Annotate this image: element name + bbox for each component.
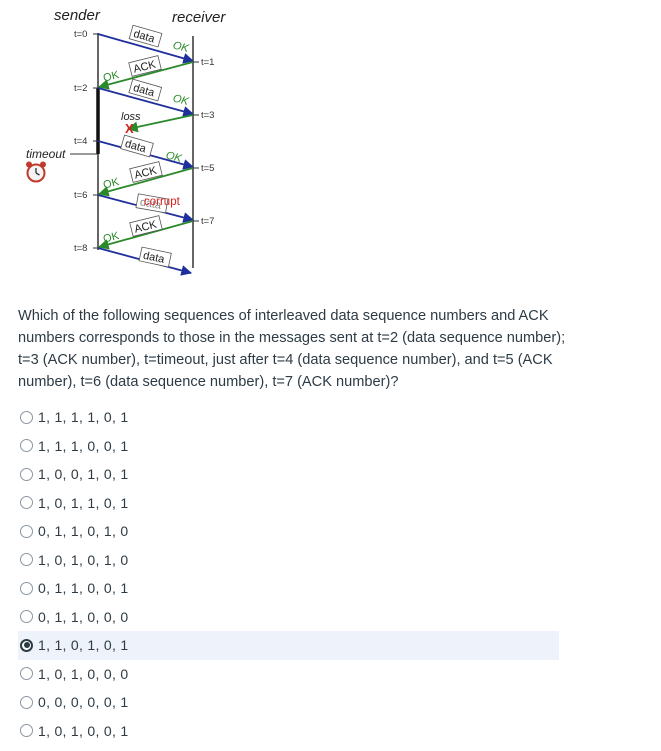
answer-option-label: 0, 0, 0, 0, 0, 1: [38, 694, 129, 711]
answer-option-label: 0, 1, 1, 0, 0, 1: [38, 580, 129, 597]
answer-option-label: 0, 1, 1, 0, 0, 0: [38, 608, 129, 625]
answer-option[interactable]: 1, 1, 1, 0, 0, 1: [18, 432, 559, 461]
sender-time-t6: t=6: [74, 190, 87, 201]
ack-arrow-3: [97, 167, 194, 197]
ack-arrow-4: [97, 220, 194, 250]
answer-option[interactable]: 0, 1, 1, 0, 0, 0: [18, 603, 559, 632]
receiver-time-t3: t=3: [201, 110, 214, 121]
data-arrow-2: [97, 87, 195, 117]
rdt-timing-diagram: sender receiver t=0 t=2 t=4 t=6 t=8 time…: [26, 7, 226, 276]
answer-option-label: 0, 1, 1, 0, 1, 0: [38, 523, 129, 540]
radio-icon[interactable]: [20, 695, 33, 709]
sender-time-t2: t=2: [74, 83, 87, 94]
data-label-4: data: [139, 196, 163, 212]
answer-option[interactable]: 1, 0, 1, 0, 0, 0: [18, 660, 559, 689]
answer-option-label: 1, 1, 1, 1, 0, 1: [38, 409, 129, 426]
sender-time-t8: t=8: [74, 243, 87, 254]
data-label-3: data: [124, 138, 149, 156]
loss-label: loss: [121, 111, 141, 123]
ok-sender-label-1: OK: [102, 69, 121, 85]
alarm-clock-icon: [26, 161, 46, 183]
answer-option-label: 1, 0, 1, 1, 0, 1: [38, 494, 129, 511]
answer-option[interactable]: 0, 1, 1, 0, 1, 0: [18, 517, 559, 546]
ok-label-3: OK: [165, 149, 184, 165]
answer-option-label: 1, 1, 0, 1, 0, 1: [38, 637, 129, 654]
answer-option[interactable]: 1, 1, 0, 1, 0, 1: [18, 631, 559, 660]
answer-option-label: 1, 1, 1, 0, 0, 1: [38, 437, 129, 454]
ack-label-4: ACK: [133, 218, 158, 235]
radio-icon[interactable]: [20, 581, 33, 595]
ok-label-1: OK: [172, 39, 191, 55]
radio-icon[interactable]: [20, 439, 33, 453]
answer-options: 1, 1, 1, 1, 0, 1 1, 1, 1, 0, 0, 1 1, 0, 0,…: [18, 403, 559, 745]
ack-arrow-lost: [126, 114, 194, 133]
radio-selected-icon[interactable]: [20, 638, 33, 652]
data-arrow-1: [97, 33, 195, 64]
answer-option[interactable]: 1, 0, 1, 0, 1, 0: [18, 546, 559, 575]
answer-option[interactable]: 1, 1, 1, 1, 0, 1: [18, 403, 559, 432]
radio-icon[interactable]: [20, 410, 33, 424]
ok-label-2: OK: [172, 92, 191, 108]
receiver-time-t7: t=7: [201, 216, 214, 227]
answer-option[interactable]: 1, 0, 0, 1, 0, 1: [18, 460, 559, 489]
radio-icon[interactable]: [20, 553, 33, 567]
sender-time-t0: t=0: [74, 29, 87, 40]
sender-label: sender: [54, 7, 101, 24]
timeout-label: timeout: [26, 147, 66, 161]
ack-label-3: ACK: [133, 164, 158, 181]
ack-label-1: ACK: [132, 58, 157, 75]
data-label-1: data: [132, 28, 157, 46]
answer-option-label: 1, 0, 1, 0, 0, 1: [38, 722, 129, 739]
data-label-5: data: [142, 250, 166, 266]
radio-icon[interactable]: [20, 667, 33, 681]
data-label-2: data: [132, 82, 157, 100]
radio-icon[interactable]: [20, 496, 33, 510]
question-text: Which of the following sequences of inte…: [18, 308, 566, 390]
ok-sender-label-3: OK: [102, 176, 121, 192]
loss-x-icon: X: [125, 121, 134, 136]
answer-option[interactable]: 0, 0, 0, 0, 0, 1: [18, 688, 559, 717]
answer-option[interactable]: 1, 0, 1, 0, 0, 1: [18, 717, 559, 746]
answer-option[interactable]: 0, 1, 1, 0, 0, 1: [18, 574, 559, 603]
answer-option-label: 1, 0, 1, 0, 0, 0: [38, 665, 129, 682]
sender-time-t4: t=4: [74, 136, 87, 147]
receiver-time-t5: t=5: [201, 163, 214, 174]
radio-icon[interactable]: [20, 724, 33, 738]
radio-icon[interactable]: [20, 524, 33, 538]
answer-option-label: 1, 0, 1, 0, 1, 0: [38, 551, 129, 568]
receiver-time-t1: t=1: [201, 57, 214, 68]
radio-icon[interactable]: [20, 610, 33, 624]
ok-sender-label-4: OK: [102, 230, 121, 246]
answer-option-label: 1, 0, 0, 1, 0, 1: [38, 466, 129, 483]
answer-option[interactable]: 1, 0, 1, 1, 0, 1: [18, 489, 559, 518]
corrupt-label: corrupt: [144, 196, 181, 208]
radio-icon[interactable]: [20, 467, 33, 481]
receiver-label: receiver: [172, 9, 226, 26]
ack-arrow-1: [97, 61, 194, 90]
